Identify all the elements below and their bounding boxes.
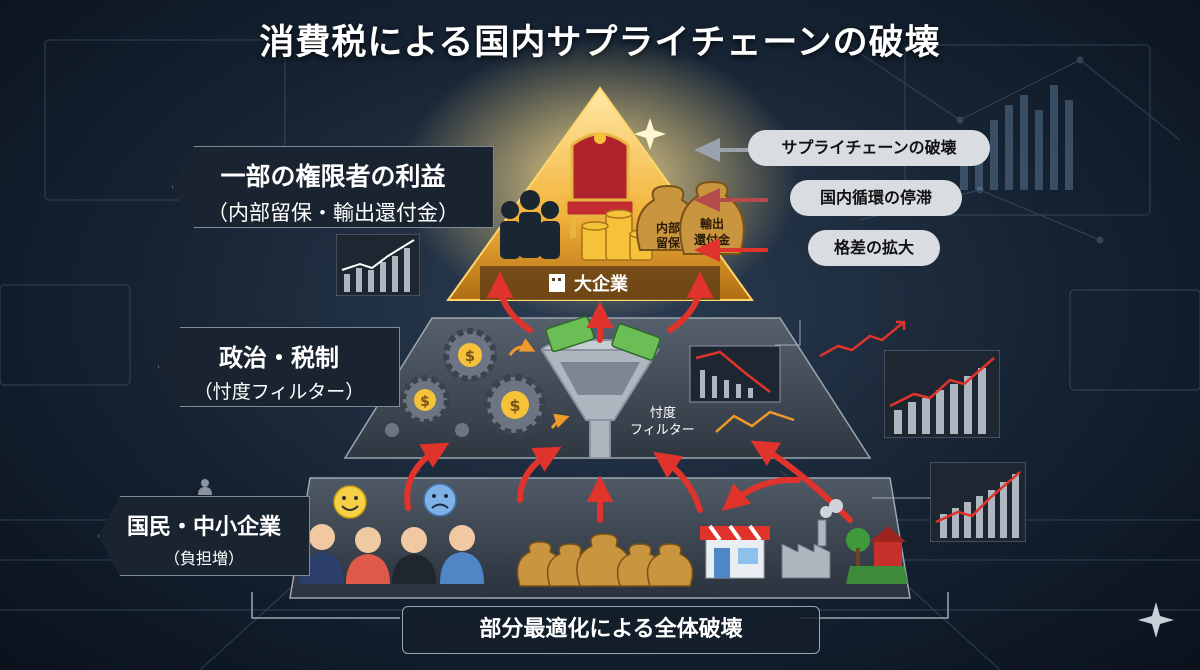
- gear-dollar-1: $: [465, 347, 475, 365]
- person-4: [440, 525, 484, 584]
- rising-chart-icon-right-mid: [884, 350, 1000, 438]
- bag-left-line2: 留保: [656, 235, 681, 250]
- businessmen-icon: [500, 190, 560, 259]
- effect-pill-2: 国内循環の停滞: [790, 180, 962, 216]
- throne-icon: [564, 132, 636, 238]
- filter-label-line1: 忖度: [650, 405, 676, 421]
- person-1: [300, 524, 344, 584]
- gear-arrow-2: [550, 413, 570, 429]
- arrow-bottom-4: [653, 451, 703, 513]
- arrow-up-right-top: [667, 271, 714, 333]
- volatile-chart-icon: [715, 410, 795, 433]
- happy-face-icon: [333, 485, 367, 519]
- bag-right-line1: 輸出: [700, 216, 724, 231]
- top-band: [480, 266, 720, 300]
- arrow-bottom-6: [721, 476, 801, 512]
- gear-arrow-1: [508, 338, 536, 356]
- effect-arrows: [694, 138, 768, 262]
- bg-monitor-far-right: [1069, 289, 1200, 391]
- person-3: [392, 527, 436, 584]
- effect-arrow-3: [694, 238, 768, 262]
- label-bottom-tier: 国民・中小企業 （負担増）: [98, 496, 310, 576]
- arrow-bottom-1: [404, 442, 450, 511]
- banknote-icon: [545, 315, 661, 361]
- label-middle-tier: 政治・税制 （忖度フィルター）: [158, 327, 400, 407]
- effect-pill-1: サプライチェーンの破壊: [748, 130, 990, 166]
- gear-dollar-icon: [385, 328, 547, 437]
- arrow-up-left-top: [486, 271, 533, 333]
- connector-lines: [775, 320, 930, 499]
- sad-face-icon: [423, 483, 457, 517]
- declining-chart-icon: [689, 345, 781, 403]
- rising-chart-icon-left: [336, 234, 420, 296]
- funnel-icon: [540, 339, 660, 459]
- footer-bracket: [251, 592, 949, 619]
- footer-label: 部分最適化による全体破壊: [402, 606, 820, 654]
- label-middle-line2: （忖度フィルター）: [193, 381, 365, 403]
- people-icon: [300, 524, 484, 584]
- label-top-tier: 一部の権限者の利益 （内部留保・輸出還付金）: [172, 146, 494, 228]
- building-icon: [549, 274, 565, 292]
- person-icon: [198, 479, 212, 495]
- shop-icon: [700, 524, 770, 579]
- money-bags-bottom-icon: [516, 533, 694, 587]
- arrow-bottom-2: [517, 446, 562, 503]
- bg-monitor-left: [44, 39, 286, 201]
- rising-chart-icon-right-top: [819, 320, 906, 358]
- gear-dollar-3: $: [509, 396, 520, 415]
- corner-sparkle-icon: [1138, 602, 1174, 638]
- person-2: [346, 527, 390, 584]
- effect-arrow-1: [694, 138, 768, 162]
- gear-dollar-2: $: [420, 394, 430, 410]
- label-bottom-line1: 国民・中小企業: [126, 515, 281, 540]
- rising-chart-icon-right-bottom: [930, 462, 1026, 542]
- effect-arrow-2: [694, 188, 768, 212]
- flow-arrows: [404, 271, 853, 523]
- filter-label-line2: フィルター: [630, 423, 695, 438]
- label-top-line1: 一部の権限者の利益: [220, 162, 446, 191]
- label-top-line2: （内部留保・輸出還付金）: [207, 201, 459, 225]
- farm-icon: [846, 526, 908, 584]
- label-bottom-line2: （負担増）: [163, 549, 244, 568]
- bg-monitor-far-left: [0, 284, 131, 386]
- effect-pill-3: 格差の拡大: [808, 230, 940, 266]
- sparkle-icon: [634, 118, 666, 150]
- top-tier-label: 大企業: [574, 273, 629, 295]
- bag-left-line1: 内部: [656, 220, 680, 235]
- label-middle-line1: 政治・税制: [219, 344, 339, 372]
- factory-icon: [781, 499, 843, 579]
- bag-right-line2: 還付金: [694, 232, 731, 247]
